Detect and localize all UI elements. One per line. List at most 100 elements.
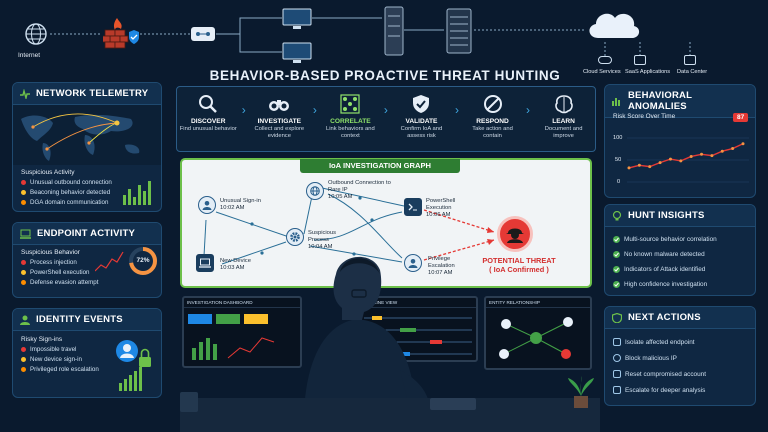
list-item[interactable]: PowerShell execution [21, 269, 153, 276]
bar-chart-icon [612, 98, 620, 106]
admin-user-icon[interactable] [404, 254, 422, 272]
risk-series-line [628, 143, 744, 169]
gear-icon[interactable] [286, 228, 304, 246]
list-item[interactable]: High confidence investigation [613, 281, 747, 288]
magnifier-icon [199, 95, 218, 113]
saas-label: SaaS Applications [625, 69, 671, 75]
hunting-steps: DISCOVER Find unusual behavior › INVESTI… [176, 86, 596, 152]
list-item[interactable]: New device sign-in [21, 356, 153, 363]
step-desc: Take action and contain [472, 126, 513, 139]
monitor-title: ENTITY RELATIONSHIP [486, 298, 590, 308]
y-tick: 50 [615, 157, 622, 163]
action-isolate[interactable]: Isolate affected endpoint [613, 338, 747, 346]
panel-title: IDENTITY EVENTS [36, 314, 123, 325]
step-learn[interactable]: LEARN Document and improve [535, 93, 593, 140]
globe-icon[interactable] [306, 182, 324, 200]
hunt-insights-panel: HUNT INSIGHTS Multi-source behavior corr… [604, 204, 756, 296]
saas-icon [634, 55, 646, 65]
list-item[interactable]: Beaconing behavior detected [21, 189, 153, 196]
list-item[interactable]: Impossible travel [21, 346, 153, 353]
entity-graph [499, 317, 573, 359]
risk-badge[interactable]: 87 [733, 113, 749, 122]
risk-point [637, 163, 641, 167]
step-name: DISCOVER [191, 118, 226, 125]
step-respond[interactable]: RESPOND Take action and contain [464, 93, 522, 140]
risk-point [658, 161, 662, 165]
y-tick: 100 [613, 135, 623, 141]
list-item[interactable]: Defense evasion attempt [21, 279, 153, 286]
check-icon [613, 266, 620, 273]
terminal-icon[interactable] [404, 198, 422, 216]
action-block-ip[interactable]: Block malicious IP [613, 354, 747, 362]
panel-title: BEHAVIORAL ANOMALIES [628, 90, 692, 112]
step-investigate[interactable]: INVESTIGATE Collect and explore evidence [250, 93, 308, 140]
step-name: RESPOND [476, 118, 509, 125]
risk-point [720, 149, 724, 153]
panel-header: ENDPOINT ACTIVITY [13, 223, 161, 245]
endpoint-icon [613, 338, 621, 346]
endpoint-activity-panel: ENDPOINT ACTIVITY Suspicious Behavior Pr… [12, 222, 162, 298]
panel-header: NETWORK TELEMETRY [13, 83, 161, 105]
block-icon [613, 354, 621, 362]
bar-sparkline [123, 181, 151, 205]
monitor-entity-relationship[interactable]: ENTITY RELATIONSHIP [484, 296, 592, 370]
escalate-icon [613, 386, 621, 394]
check-icon [613, 236, 620, 243]
graph-title: IoA INVESTIGATION GRAPH [300, 159, 460, 173]
shield-check-icon [413, 95, 430, 113]
step-correlate[interactable]: CORRELATE Link behaviors and context [321, 93, 379, 140]
threat-node[interactable] [497, 216, 533, 252]
router-icon [190, 26, 216, 47]
list-item[interactable]: Privileged role escalation [21, 366, 153, 373]
hacker-icon [506, 228, 524, 243]
next-actions-panel: NEXT ACTIONS Isolate affected endpoint B… [604, 306, 756, 406]
step-validate[interactable]: VALIDATE Confirm IoA and assess risk [392, 93, 450, 140]
network-links [50, 17, 691, 56]
monitor-icon [282, 8, 312, 35]
identity-events-panel: IDENTITY EVENTS Risky Sign-ins Impossibl… [12, 308, 162, 398]
list-item[interactable]: Multi-source behavior correlation [613, 236, 747, 243]
action-reset-account[interactable]: Reset compromised account [613, 370, 747, 378]
user-icon[interactable] [198, 196, 216, 214]
panel-header: IDENTITY EVENTS [13, 309, 161, 331]
cloud-services-icon [598, 56, 612, 64]
risk-point [700, 152, 704, 156]
datacenter-icon [684, 55, 696, 65]
step-name: INVESTIGATE [257, 118, 302, 125]
nodes-icon [340, 94, 360, 114]
pulse-icon [20, 88, 30, 99]
monitor-investigation-dashboard[interactable]: INVESTIGATION DASHBOARD [182, 296, 302, 368]
firewall-icon [99, 16, 139, 55]
list-item[interactable]: Unusual outbound connection [21, 179, 153, 186]
binoculars-icon [269, 100, 290, 111]
user-icon [20, 315, 30, 325]
monitor-title: INVESTIGATION DASHBOARD [184, 298, 300, 308]
block-icon [483, 95, 502, 113]
world-map [13, 105, 161, 165]
lightbulb-icon [612, 210, 622, 220]
risk-point [731, 147, 735, 151]
list-item[interactable]: Indicators of Attack identified [613, 266, 747, 273]
risk-point [668, 157, 672, 161]
network-telemetry-panel: NETWORK TELEMETRY Suspicious Activity Un… [12, 82, 162, 212]
monitor-title: TIMELINE VIEW [360, 298, 476, 308]
page-title: BEHAVIOR-BASED PROACTIVE THREAT HUNTING [209, 68, 561, 83]
gauge-value: 72% [136, 257, 150, 264]
list-item[interactable]: No known malware detected [613, 251, 747, 258]
list-item[interactable]: Process injection [21, 259, 153, 266]
list-item[interactable]: DGA domain communication [21, 199, 153, 206]
internet-label: Internet [18, 52, 41, 59]
behavioral-anomalies-panel: BEHAVIORAL ANOMALIES Risk Score Over Tim… [604, 84, 756, 198]
laptop-icon[interactable] [196, 254, 214, 272]
check-icon [613, 251, 620, 258]
check-icon [613, 281, 620, 288]
action-escalate[interactable]: Escalate for deeper analysis [613, 386, 747, 394]
step-discover[interactable]: DISCOVER Find unusual behavior [179, 93, 237, 133]
step-desc: Document and improve [544, 126, 583, 139]
panel-subtitle: Suspicious Behavior [21, 249, 80, 256]
